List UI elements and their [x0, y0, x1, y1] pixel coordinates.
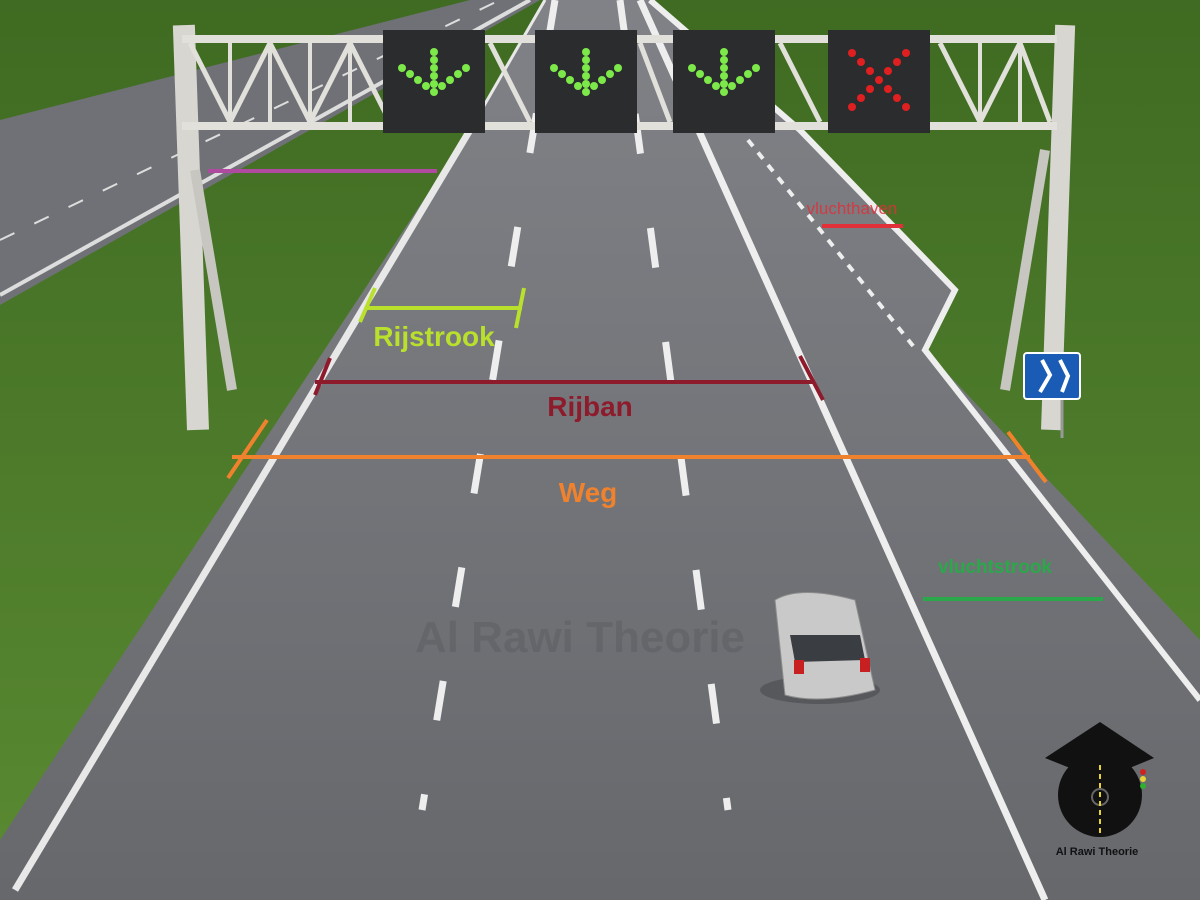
lane-signal-2 — [535, 30, 637, 133]
vluchthaven-dashed-line — [746, 138, 920, 354]
rijstrook-label: Rijstrook — [373, 321, 495, 352]
arrow-down-icon — [688, 48, 760, 96]
arrow-down-icon — [550, 48, 622, 96]
lane-divider-right — [616, 0, 732, 811]
lane-divider-left — [418, 0, 559, 811]
rijban-label: Rijban — [547, 391, 633, 422]
red-cross-icon — [848, 49, 910, 111]
car — [760, 592, 880, 704]
vluchthaven-label: vluchthaven — [807, 199, 898, 218]
weg-annotation: Weg — [226, 418, 1048, 508]
vluchtstrook-annotation: vluchtstrook — [923, 557, 1103, 601]
left-edge-line — [11, 128, 474, 892]
gantry-right-post — [1041, 24, 1076, 431]
gantry-left-brace — [190, 169, 237, 391]
lane-signal-4 — [828, 30, 930, 133]
rijban-annotation: Rijban — [313, 355, 825, 422]
lane-signal-1 — [383, 30, 485, 133]
shoulder-line — [636, 0, 1049, 900]
vluchtstrook-label: vluchtstrook — [938, 557, 1052, 578]
arrow-down-icon — [398, 48, 470, 96]
rijstrook-annotation: Rijstrook — [358, 287, 526, 352]
gantry-left-post — [172, 24, 209, 431]
weg-label: Weg — [559, 477, 618, 508]
logo-text: Al Rawi Theorie — [1056, 846, 1139, 858]
gantry-right-brace — [1000, 149, 1050, 391]
lane-signal-3 — [673, 30, 775, 133]
vluchthaven-ahead-sign — [1023, 352, 1081, 438]
logo: Al Rawi Theorie — [1045, 722, 1154, 858]
vluchthaven-annotation: vluchthaven — [807, 199, 903, 228]
watermark: Al Rawi Theorie — [415, 613, 745, 662]
